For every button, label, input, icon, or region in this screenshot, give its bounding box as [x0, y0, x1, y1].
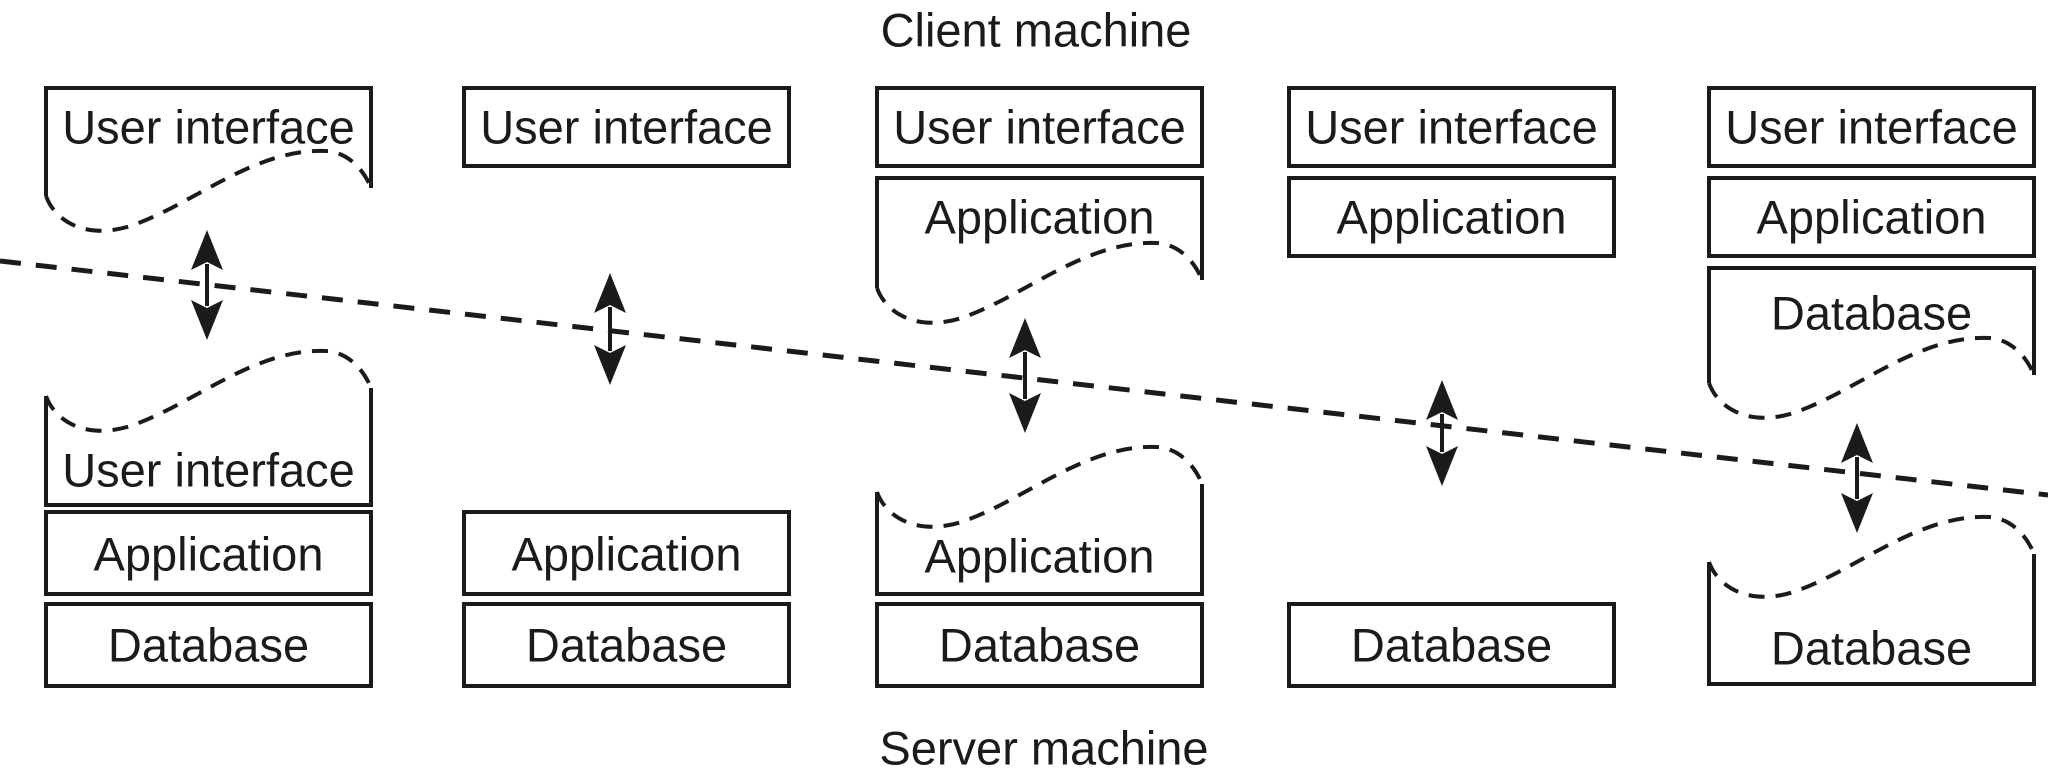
col-b-server-application-label: Application — [512, 528, 742, 581]
col-e-client-user-interface-label: User interface — [1725, 101, 2018, 154]
col-e-client-user-interface-box — [1707, 86, 2036, 168]
col-b-client-server-arrow — [594, 273, 626, 385]
col-a-client-torn-edge — [44, 148, 373, 233]
col-c-server-database-box — [875, 602, 1204, 688]
col-d-client-user-interface-label: User interface — [1305, 101, 1598, 154]
arrow-up-head — [1426, 380, 1458, 420]
arrow-down-head — [1009, 393, 1041, 433]
column-a: User interface User interface Applicatio… — [44, 86, 373, 688]
col-c-server-torn-edge — [875, 444, 1204, 529]
col-b-client-user-interface-box — [462, 86, 791, 168]
col-d-client-application-label: Application — [1337, 191, 1567, 244]
column-e: User interface Application Database Data… — [1707, 86, 2036, 686]
col-c-client-application-label: Application — [925, 191, 1155, 244]
col-e-server-database-box — [1707, 554, 2036, 686]
column-d: User interface Application Database — [1287, 86, 1616, 688]
col-c-client-server-arrow — [1009, 318, 1041, 433]
col-e-server-torn-edge — [1707, 514, 2036, 599]
col-c-server-application-label: Application — [925, 530, 1155, 583]
arrow-down-head — [191, 300, 223, 340]
col-d-client-user-interface-box — [1287, 86, 1616, 168]
col-a-client-user-interface-label: User interface — [62, 101, 355, 154]
arrow-up-head — [1009, 318, 1041, 358]
col-e-client-application-box — [1707, 176, 2036, 258]
arrow-up-head — [1841, 423, 1873, 463]
server-machine-title: Server machine — [879, 722, 1208, 775]
col-b-client-user-interface-label: User interface — [480, 101, 773, 154]
col-d-client-application-box — [1287, 176, 1616, 258]
column-b: User interface Application Database — [462, 86, 791, 688]
col-e-client-torn-edge — [1707, 335, 2036, 420]
col-b-server-database-box — [462, 602, 791, 688]
col-a-client-server-arrow — [191, 230, 223, 340]
col-c-server-application-box — [875, 484, 1204, 596]
column-c: User interface Application Application D… — [875, 86, 1204, 688]
col-c-client-user-interface-box — [875, 86, 1204, 168]
col-a-server-database-box — [44, 602, 373, 688]
col-e-client-database-label: Database — [1771, 287, 1972, 340]
col-c-server-database-label: Database — [939, 619, 1140, 672]
client-server-boundary-line — [0, 258, 2048, 498]
col-a-server-user-interface-label: User interface — [62, 444, 355, 497]
col-e-server-database-label: Database — [1771, 622, 1972, 675]
col-e-client-server-arrow — [1841, 423, 1873, 533]
col-a-server-torn-edge — [44, 348, 373, 433]
col-c-client-application-box — [875, 176, 1204, 288]
col-c-client-user-interface-label: User interface — [893, 101, 1186, 154]
col-a-server-database-label: Database — [108, 619, 309, 672]
col-d-server-database-box — [1287, 602, 1616, 688]
arrow-down-head — [1426, 446, 1458, 486]
col-b-server-database-label: Database — [526, 619, 727, 672]
col-e-client-application-label: Application — [1757, 191, 1987, 244]
col-a-client-user-interface-box — [44, 86, 373, 196]
col-c-client-torn-edge — [875, 240, 1204, 325]
col-b-server-application-box — [462, 510, 791, 596]
col-a-server-user-interface-box — [44, 388, 373, 507]
arrow-up-head — [191, 230, 223, 270]
arrow-up-head — [594, 273, 626, 313]
col-d-server-database-label: Database — [1351, 619, 1552, 672]
col-e-client-database-box — [1707, 266, 2036, 383]
arrow-down-head — [594, 345, 626, 385]
col-a-server-application-label: Application — [94, 528, 324, 581]
client-machine-title: Client machine — [881, 4, 1192, 57]
col-a-server-application-box — [44, 510, 373, 596]
arrow-down-head — [1841, 493, 1873, 533]
col-d-client-server-arrow — [1426, 380, 1458, 486]
